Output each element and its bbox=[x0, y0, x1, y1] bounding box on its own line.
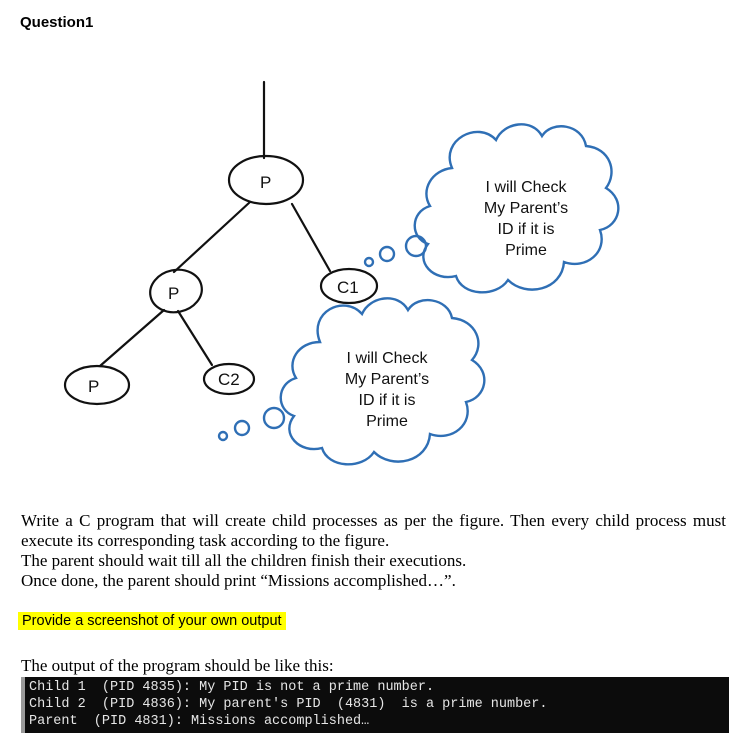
process-tree-figure: P P C1 P C2 bbox=[63, 80, 620, 466]
tree-node-label-leftleft: P bbox=[88, 377, 99, 396]
terminal-output: Child 1 (PID 4835): My PID is not a prim… bbox=[21, 677, 729, 733]
instructions-paragraph: Write a C program that will create child… bbox=[21, 511, 726, 550]
output-intro: The output of the program should be like… bbox=[21, 656, 334, 675]
tree-edge-left-c2 bbox=[176, 309, 214, 367]
thought-bubble-dot bbox=[378, 245, 396, 263]
thought-cloud-bottom bbox=[279, 297, 486, 466]
tree-node-left bbox=[149, 268, 203, 314]
tree-node-c2 bbox=[202, 362, 256, 396]
tree-edge-root-left bbox=[172, 200, 252, 274]
cloud-line: ID if it is bbox=[497, 221, 555, 238]
thought-bubble-dot bbox=[262, 406, 286, 430]
terminal-line: Child 2 (PID 4836): My parent's PID (483… bbox=[29, 697, 548, 712]
tree-node-label-c1: C1 bbox=[337, 278, 359, 297]
question-title: Question1 bbox=[20, 14, 94, 31]
thought-bubble-dot bbox=[217, 430, 229, 442]
tree-edge-left-leftleft bbox=[98, 308, 166, 368]
tree-node-label-c2: C2 bbox=[218, 370, 240, 389]
thought-cloud-bottom-text: I will Check My Parent’s ID if it is Pri… bbox=[317, 348, 457, 432]
tree-node-c1 bbox=[319, 267, 379, 305]
tree-node-root bbox=[227, 154, 305, 206]
cloud-line: Prime bbox=[505, 242, 547, 259]
cloud-line: Prime bbox=[366, 413, 408, 430]
cloud-line: ID if it is bbox=[358, 392, 416, 409]
instructions-block: Write a C program that will create child… bbox=[21, 511, 726, 591]
highlighted-requirement: Provide a screenshot of your own output bbox=[18, 612, 286, 630]
terminal-line: Parent (PID 4831): Missions accomplished… bbox=[29, 714, 370, 729]
cloud-line: I will Check bbox=[346, 350, 428, 367]
thought-bubble-dot bbox=[363, 256, 375, 268]
cloud-line: My Parent’s bbox=[344, 371, 430, 388]
tree-node-label-root: P bbox=[260, 173, 271, 192]
terminal-line: Child 1 (PID 4835): My PID is not a prim… bbox=[29, 680, 435, 695]
tree-edge-root-c1 bbox=[290, 202, 332, 273]
thought-bubble-dot bbox=[233, 419, 251, 437]
thought-cloud-top bbox=[413, 123, 620, 294]
tree-node-label-left: P bbox=[168, 284, 179, 303]
instructions-line-wait: The parent should wait till all the chil… bbox=[21, 551, 467, 570]
cloud-line: My Parent’s bbox=[483, 200, 569, 217]
instructions-line-print: Once done, the parent should print “Miss… bbox=[21, 571, 456, 590]
cloud-line: I will Check bbox=[485, 179, 567, 196]
tree-node-leftleft bbox=[63, 364, 131, 406]
thought-cloud-top-text: I will Check My Parent’s ID if it is Pri… bbox=[456, 177, 596, 261]
